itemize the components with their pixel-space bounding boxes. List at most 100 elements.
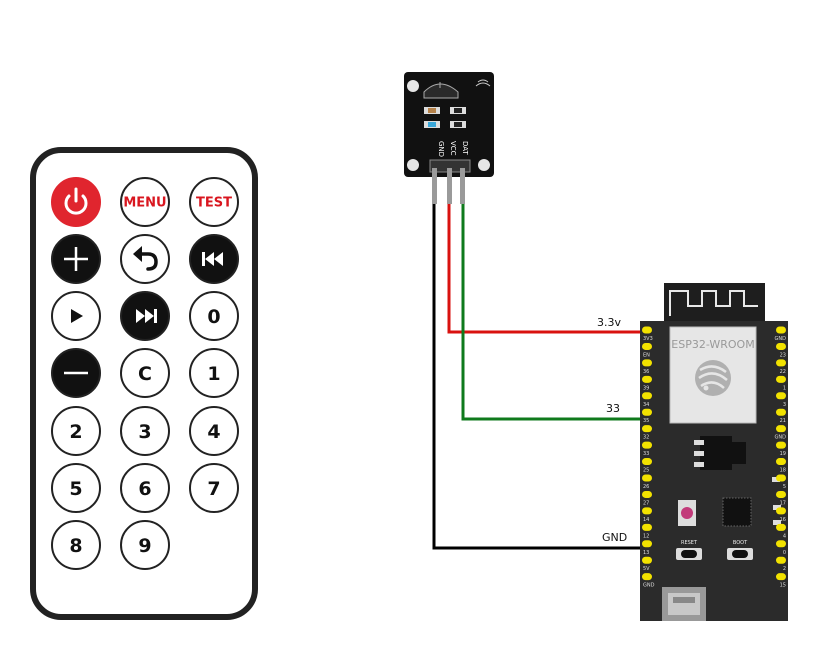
- remote-button-test[interactable]: TEST: [189, 177, 239, 227]
- remote-button-eight[interactable]: 8: [51, 520, 101, 570]
- esp32-pin-33: 33: [642, 441, 652, 457]
- pin-label: 25: [643, 468, 649, 474]
- remote-button-two[interactable]: 2: [51, 406, 101, 456]
- pin-label: 15: [780, 583, 786, 589]
- remote-button-prev[interactable]: [189, 234, 239, 284]
- remote-button-play[interactable]: [51, 291, 101, 341]
- remote-button-five[interactable]: 5: [51, 463, 101, 513]
- pin-label: 32: [643, 435, 649, 441]
- antenna: [664, 283, 765, 323]
- pin-label: 33: [643, 451, 649, 457]
- remote-button-back[interactable]: [120, 234, 170, 284]
- module-name: ESP32-WROOM: [671, 338, 754, 351]
- wires: 3.3v 33 GND: [432, 204, 650, 550]
- play-icon: [71, 309, 83, 323]
- esp32-pin-15: 15: [776, 573, 786, 589]
- pin-label-dat: DAT: [461, 141, 469, 156]
- remote-button-label: 1: [207, 363, 220, 385]
- mount-hole: [407, 159, 419, 171]
- esp32-pin-39: 39: [642, 375, 652, 391]
- remote-button-label: 3: [138, 421, 151, 443]
- pin-label: 23: [780, 352, 786, 358]
- remote-button-one[interactable]: 1: [189, 348, 239, 398]
- esp32-pin-gnd: GND: [775, 425, 787, 441]
- esp32-pin-4: 4: [776, 523, 786, 539]
- pin-label: GND: [775, 336, 787, 342]
- remote-button-menu[interactable]: MENU: [120, 177, 170, 227]
- mount-hole: [407, 80, 419, 92]
- pin-label: 3: [783, 402, 786, 408]
- remote-button-seven[interactable]: 7: [189, 463, 239, 513]
- power-wire: [447, 204, 650, 334]
- remote-button-plus[interactable]: [51, 234, 101, 284]
- esp32-pin-23: 23: [776, 342, 786, 358]
- pin-label-gnd: GND: [437, 141, 445, 157]
- pin-label: 16: [780, 517, 786, 523]
- signal-icon: [477, 79, 489, 83]
- pin-label: 21: [780, 418, 786, 424]
- plus-icon: [64, 247, 88, 271]
- mount-hole: [478, 159, 490, 171]
- pin-label: 19: [780, 451, 786, 457]
- remote-button-power[interactable]: [51, 177, 101, 227]
- signal-wire: [461, 204, 650, 421]
- pin-label: GND: [643, 583, 655, 589]
- remote-button-label: 7: [207, 478, 220, 500]
- esp32-board: ESP32-WROOM RESET BOOT: [640, 283, 788, 621]
- remote-button-nine[interactable]: 9: [120, 520, 170, 570]
- esp32-pin-18: 18: [776, 458, 786, 474]
- boot-label: BOOT: [733, 540, 748, 546]
- esp32-pin-3: 3: [776, 392, 786, 408]
- remote-button-six[interactable]: 6: [120, 463, 170, 513]
- pin-label: 13: [643, 550, 649, 556]
- espressif-logo-icon: [695, 360, 731, 396]
- remote-button-zero[interactable]: 0: [189, 291, 239, 341]
- ir-receiver-module: GND VCC DAT: [404, 72, 494, 204]
- pin-vcc: [447, 168, 452, 204]
- pin-gnd: [432, 168, 437, 204]
- remote-button-three[interactable]: 3: [120, 406, 170, 456]
- esp32-pin-12: 12: [642, 523, 652, 539]
- voltage-regulator: [700, 436, 732, 470]
- remote-button-label: MENU: [123, 196, 166, 211]
- pin-label: 12: [643, 533, 649, 539]
- remote-button-label: C: [138, 363, 152, 385]
- pin-dat: [460, 168, 465, 204]
- remote-button-next[interactable]: [120, 291, 170, 341]
- esp32-pin-5v: 5V: [642, 556, 652, 572]
- remote-button-label: 6: [138, 478, 151, 500]
- esp32-pin-2: 2: [776, 556, 786, 572]
- pin-label: 1: [783, 385, 786, 391]
- pin-label: GND: [775, 435, 787, 441]
- pin-label: 17: [780, 500, 786, 506]
- pin-label: 34: [643, 402, 649, 408]
- esp32-pin-36: 36: [642, 359, 652, 375]
- next-icon: [136, 309, 157, 323]
- pin-label: 2: [783, 566, 786, 572]
- pin-label: 5: [783, 484, 786, 490]
- pin-label: 3V3: [643, 336, 653, 342]
- pin-label: 14: [643, 517, 649, 523]
- esp32-pin-gnd: GND: [775, 326, 787, 342]
- pin-label: 26: [643, 484, 649, 490]
- pin-label: 5V: [643, 566, 650, 572]
- esp32-pin-35: 35: [642, 408, 652, 424]
- esp32-pin-25: 25: [642, 458, 652, 474]
- esp32-pin-22: 22: [776, 359, 786, 375]
- pin-label: EN: [643, 352, 650, 358]
- usb-chip: [722, 497, 752, 527]
- pin-label: 35: [643, 418, 649, 424]
- remote-button-four[interactable]: 4: [189, 406, 239, 456]
- esp32-pin-26: 26: [642, 474, 652, 490]
- reset-label: RESET: [681, 540, 698, 546]
- pin-label: 0: [783, 550, 786, 556]
- ir-sensor: [423, 83, 459, 99]
- remote-button-clear[interactable]: C: [120, 348, 170, 398]
- pin-label: 27: [643, 500, 649, 506]
- esp32-pin-32: 32: [642, 425, 652, 441]
- esp32-pin-17: 17: [776, 490, 786, 506]
- remote-button-minus[interactable]: [51, 348, 101, 398]
